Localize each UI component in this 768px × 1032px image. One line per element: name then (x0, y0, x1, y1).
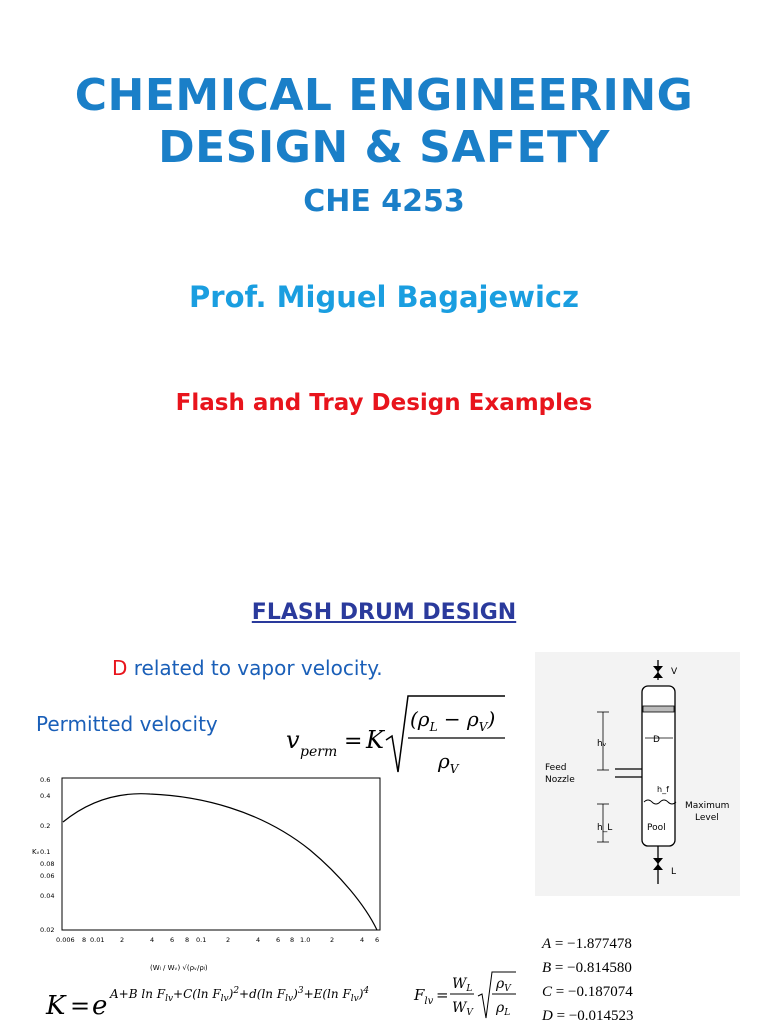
x-tick-label: 0.01 (90, 936, 104, 944)
v-symbol: v (286, 726, 300, 754)
equals-sign: = (344, 729, 362, 754)
x-tick-label: 6 (276, 936, 280, 944)
flv-lhs: Flv (413, 986, 434, 1007)
max-level-label-2: Level (695, 813, 719, 823)
lecture-subtitle: Flash and Tray Design Examples (175, 390, 593, 416)
k-lhs: K (45, 991, 67, 1021)
y-tick-labels: 0.6 0.4 0.2 0.1 0.08 0.06 0.04 0.02 (40, 776, 54, 934)
permitted-velocity-label: Permitted velocity (36, 712, 218, 736)
x-tick-label: 1.0 (300, 936, 310, 944)
bottom-valve-icon-lower (653, 864, 663, 870)
max-level-label-1: Maximum (685, 801, 729, 811)
x-axis-label: (Wₗ / Wᵥ) √(ρᵥ/ρₗ) (150, 964, 208, 972)
bottom-valve-icon (653, 858, 663, 864)
professor-name: Prof. Miguel Bagajewicz (189, 280, 579, 314)
x-tick-label: 0.1 (196, 936, 206, 944)
x-tick-label: 4 (150, 936, 154, 944)
course-code: CHE 4253 (303, 184, 465, 219)
flv-formula: Flv = WL WV ρV ρL (413, 971, 516, 1019)
section-heading: FLASH DRUM DESIGN (251, 600, 517, 625)
flv-rho-l: ρL (495, 1000, 510, 1018)
kv-correlation-graph: 0.6 0.4 0.2 0.1 0.08 0.06 0.04 0.02 0.006 8 0.01 2… (32, 776, 381, 972)
pool-label: Pool (647, 823, 666, 833)
feed-label-2: Nozzle (545, 775, 575, 785)
x-tick-label: 6 (170, 936, 174, 944)
d-letter: D (112, 656, 128, 680)
y-tick-label: 0.6 (40, 776, 50, 784)
e-base: e (92, 991, 107, 1021)
feed-label-1: Feed (545, 763, 566, 773)
x-tick-label: 4 (256, 936, 260, 944)
coefficient-d: D = −0.014523 (542, 1008, 634, 1024)
denominator: ρV (437, 749, 460, 776)
hf-label: h_f (657, 785, 669, 794)
y-tick-label: 0.2 (40, 822, 50, 830)
x-tick-label: 2 (120, 936, 124, 944)
k-exponent: A+B ln Flv+C(ln Flv)2+d(ln Flv)3+E(ln Fl… (109, 986, 369, 1004)
flv-rho-v: ρV (495, 976, 512, 994)
bottom-outlet-label: L (671, 867, 676, 877)
y-tick-label: 0.4 (40, 792, 50, 800)
sqrt-sign (385, 695, 505, 773)
hv-label: hᵥ (597, 739, 607, 749)
graph-frame (61, 777, 381, 931)
numerator: (ρL − ρV) (410, 707, 495, 734)
k-exponential-formula: K = e A+B ln Flv+C(ln Flv)2+d(ln Flv)3+E… (45, 986, 369, 1021)
flv-denominator: WV (452, 1000, 474, 1018)
y-tick-label: 0.02 (40, 926, 54, 934)
flv-equals: = (436, 986, 449, 1004)
top-outlet-label: V (671, 667, 678, 677)
x-tick-label: 2 (226, 936, 230, 944)
x-tick-label: 8 (185, 936, 189, 944)
y-tick-label: 0.08 (40, 860, 54, 868)
top-valve-icon (653, 666, 663, 672)
k-symbol: K (365, 726, 386, 754)
top-valve-icon-lower (653, 672, 663, 678)
diagram-background (535, 652, 740, 896)
x-tick-label: 6 (375, 936, 379, 944)
flv-numerator: WL (452, 976, 472, 994)
y-tick-label: 0.04 (40, 892, 54, 900)
k-equals: = (70, 992, 90, 1020)
y-axis-label: Kᵥ (32, 848, 40, 856)
x-tick-label: 4 (360, 936, 364, 944)
hl-label: h_L (597, 823, 612, 833)
coefficient-a: A = −1.877478 (542, 936, 632, 952)
coefficient-list: A = −1.877478 B = −0.814580 C = −0.18707… (542, 936, 634, 1032)
coefficient-b: B = −0.814580 (542, 960, 632, 976)
d-statement-text: related to vapor velocity. (133, 656, 383, 680)
x-tick-label: 0.006 (56, 936, 75, 944)
y-tick-label: 0.06 (40, 872, 54, 880)
coefficient-c: C = −0.187074 (542, 984, 633, 1000)
flash-drum-diagram: V L D hᵥ Feed Nozzle h_f Maximum Level h… (535, 652, 740, 896)
x-tick-label: 8 (82, 936, 86, 944)
kv-curve (62, 793, 378, 931)
d-statement: D related to vapor velocity. (112, 656, 383, 680)
permitted-velocity-formula: v perm = K (ρL − ρV) ρV (286, 695, 505, 776)
title-line-2: DESIGN & SAFETY (158, 122, 610, 173)
x-tick-labels: 0.006 8 0.01 2 4 6 8 0.1 2 4 6 8 1.0 2 4 6 (56, 936, 379, 944)
perm-subscript: perm (300, 744, 337, 760)
demister-pad (642, 705, 675, 713)
diameter-label: D (653, 735, 660, 745)
x-tick-label: 8 (290, 936, 294, 944)
x-tick-label: 2 (330, 936, 334, 944)
flv-sqrt (477, 971, 516, 1019)
liquid-surface (643, 799, 677, 805)
title-line-1: CHEMICAL ENGINEERING (74, 70, 694, 121)
y-tick-label: 0.1 (40, 848, 50, 856)
